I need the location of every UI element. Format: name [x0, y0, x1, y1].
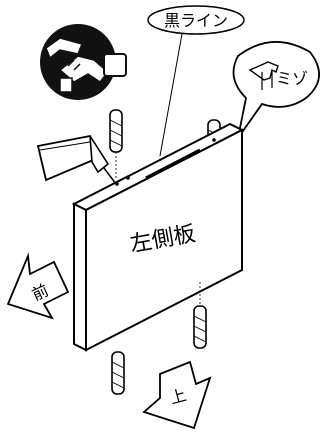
- black-line-callout: 黒ライン: [147, 5, 245, 157]
- top-label: 上: [168, 385, 188, 407]
- groove-callout: ミゾ: [232, 41, 320, 139]
- groove-label: ミゾ: [276, 69, 308, 88]
- wooden-dowel-icon: [193, 282, 207, 349]
- glue-bottle-icon: [36, 134, 117, 185]
- black-line-label: 黒ライン: [164, 11, 228, 30]
- dowel-hole: [115, 182, 119, 186]
- black-line-mark: [145, 148, 201, 180]
- front-direction-arrow: 前: [6, 252, 70, 320]
- handshake-icon: [40, 24, 127, 100]
- wooden-dowel-icon: [109, 109, 123, 178]
- wooden-dowel-icon: [111, 351, 125, 395]
- front-label: 前: [29, 280, 52, 304]
- left-side-panel: 左側板: [71, 122, 245, 352]
- top-direction-arrow: 上: [142, 360, 212, 430]
- dowel-hole: [126, 176, 130, 180]
- dowel-hole: [212, 138, 216, 142]
